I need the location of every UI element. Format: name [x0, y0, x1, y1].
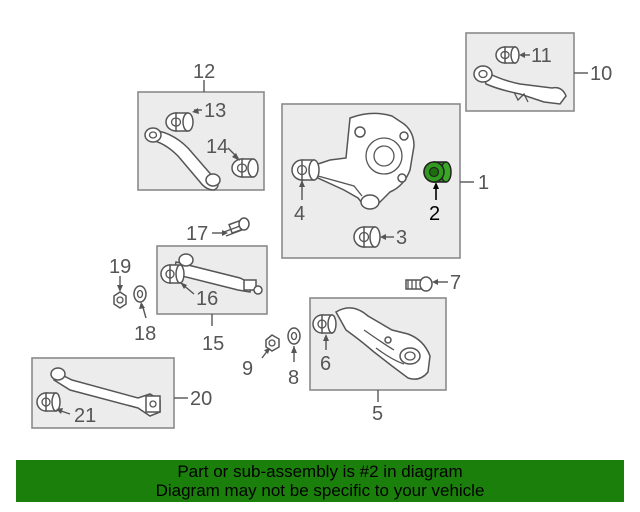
- callout-6: 6: [320, 353, 331, 375]
- assembly-20-group: [31, 357, 188, 429]
- bushing-11: [495, 46, 520, 64]
- banner-line-2: Diagram may not be specific to your vehi…: [155, 481, 485, 500]
- callout-13: 13: [204, 100, 226, 122]
- exploded-parts-diagram: 11 10: [31, 32, 612, 429]
- assembly-12-group: [137, 80, 265, 191]
- callout-2: 2: [429, 203, 440, 225]
- callout-3: 3: [396, 227, 407, 249]
- callout-9: 9: [242, 358, 253, 380]
- diagram-notice-banner: Part or sub-assembly is #2 in diagram Di…: [16, 460, 624, 502]
- bushing-13: [165, 112, 194, 132]
- washer-18: [133, 285, 147, 303]
- callout-5: 5: [372, 403, 383, 425]
- bushing-21: [36, 392, 61, 412]
- bushing-6: [312, 314, 337, 334]
- assembly-15-group: [156, 245, 268, 326]
- callout-15: 15: [202, 333, 224, 355]
- callout-1: 1: [478, 172, 489, 194]
- callout-7: 7: [450, 272, 461, 294]
- assembly-5-group: [309, 297, 447, 402]
- callout-10: 10: [590, 63, 612, 85]
- bushing-16: [160, 264, 185, 284]
- callout-4: 4: [294, 203, 305, 225]
- callout-8: 8: [288, 367, 299, 389]
- callout-20: 20: [190, 388, 212, 410]
- callout-17: 17: [186, 223, 208, 245]
- bolt-7: [405, 276, 433, 292]
- banner-line-1: Part or sub-assembly is #2 in diagram: [177, 462, 463, 481]
- assembly-1-group: [281, 103, 474, 259]
- callout-21: 21: [74, 405, 96, 427]
- bushing-4: [291, 159, 320, 181]
- callout-19: 19: [109, 256, 131, 278]
- assembly-10-group: [465, 32, 588, 112]
- bushing-14: [231, 158, 259, 178]
- callout-14: 14: [206, 136, 228, 158]
- callout-16: 16: [196, 288, 218, 310]
- assembly-12-arm: [147, 129, 219, 191]
- bolt-17: [223, 217, 250, 237]
- washer-8: [287, 327, 301, 345]
- callout-12: 12: [193, 61, 215, 83]
- bushing-2-highlighted: [423, 161, 452, 183]
- nut-9: [265, 334, 280, 352]
- assembly-10-arm: [480, 68, 567, 105]
- nut-19: [113, 291, 127, 309]
- callout-11: 11: [531, 45, 552, 67]
- callout-18: 18: [134, 323, 156, 345]
- assembly-10-end-bushing: [473, 65, 493, 83]
- bushing-3: [353, 226, 381, 248]
